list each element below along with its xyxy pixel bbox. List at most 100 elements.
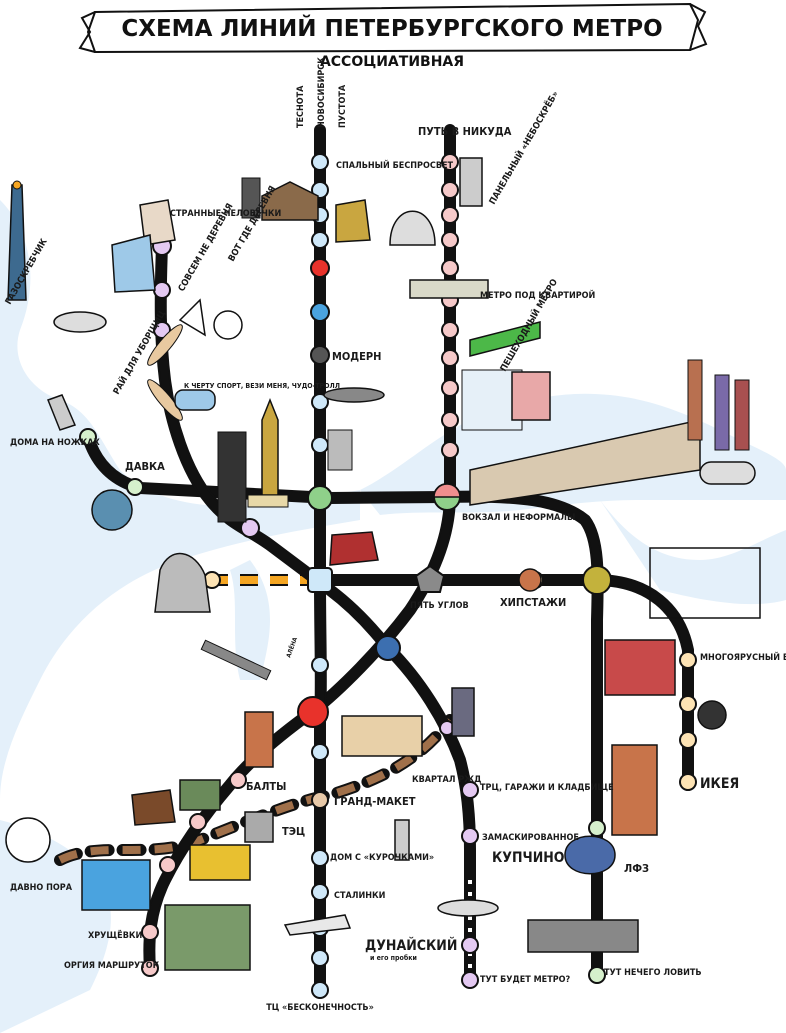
label-stalinki: СТАЛИНКИ <box>334 891 386 901</box>
blue-gate-icon <box>81 859 151 911</box>
station-red-5 <box>441 259 459 277</box>
station-blue-13 <box>311 849 329 867</box>
label-grand-maket: ГРАНД-МАКЕТ <box>334 795 416 808</box>
monument-icon <box>154 552 211 613</box>
label-tut-budet-metro: ТУТ БУДЕТ МЕТРО? <box>480 975 571 985</box>
label-davka: ДАВКА <box>125 460 165 473</box>
label-tec: ТЭЦ <box>282 825 305 838</box>
label-panelny: ПАНЕЛЬНЫЙ «НЕБОСКРЁБ» <box>486 89 561 207</box>
station-red-12 <box>229 771 247 789</box>
column-statue-icon <box>394 819 410 861</box>
gramophone-icon <box>335 199 371 243</box>
label-modern: МОДЕРН <box>332 350 381 363</box>
station-red-16 <box>141 959 159 977</box>
hub-green-orange <box>582 565 612 595</box>
station-purple-3 <box>153 321 171 339</box>
moscow-skyline-icon <box>687 359 750 451</box>
label-balty: БАЛТЫ <box>246 780 286 793</box>
observation-deck-icon <box>437 899 499 917</box>
station-red-11 <box>441 441 459 459</box>
title-banner: СХЕМА ЛИНИЙ ПЕТЕРБУРГСКОГО МЕТРО АССОЦИА… <box>78 2 708 70</box>
cemetery-icon <box>527 919 639 953</box>
map-title: СХЕМА ЛИНИЙ ПЕТЕРБУРГСКОГО МЕТРО <box>121 14 662 42</box>
arena-icon <box>174 389 216 411</box>
stadium-left-icon <box>53 311 107 333</box>
hockey-player-icon <box>697 700 727 730</box>
crowd-icon <box>91 489 133 531</box>
station-red-7 <box>441 321 459 339</box>
ufo-icon <box>323 387 385 403</box>
multilevel-trains-icon <box>604 639 676 696</box>
crane-icon <box>200 639 272 681</box>
station-red-2 <box>441 181 459 199</box>
building-over-metro-icon <box>409 279 489 299</box>
hub-red-orange <box>414 564 446 593</box>
label-hruschevki: ХРУЩЁВКИ <box>88 930 142 941</box>
bulldozer-icon <box>189 844 251 881</box>
label-vokzal-neformaly: ВОКЗАЛ И НЕФОРМАЛЫ <box>462 513 575 523</box>
station-orange-5 <box>679 731 697 749</box>
label-trc-garazhi: ТРЦ, ГАРАЖИ И КЛАДБИЩЕ <box>480 783 614 793</box>
label-dunaysky: ДУНАЙСКИЙ <box>365 937 457 954</box>
station-blue-5 <box>310 258 330 278</box>
station-red-3 <box>441 206 459 224</box>
cap-icon <box>329 531 379 566</box>
label-hipstazhi: ХИПСТАЖИ <box>500 596 566 609</box>
label-trc-beskonechnost: ТЦ «БЕСКОНЕЧНОСТЬ» <box>266 1003 374 1013</box>
label-kupchino: КУПЧИНО <box>492 850 565 866</box>
label-dunaysky-sub: и его пробки <box>370 954 417 962</box>
station-purple-8 <box>461 971 479 989</box>
hub-blue-green <box>307 485 333 511</box>
label-lfz: ЛФЗ <box>624 862 649 875</box>
station-red-4 <box>441 231 459 249</box>
station-blue-16 <box>311 949 329 967</box>
illustrations <box>5 157 761 971</box>
station-blue-14 <box>311 883 329 901</box>
station-purple-6 <box>461 827 479 845</box>
teapot-icon <box>564 835 616 875</box>
gazprom-tower-icon <box>7 180 27 301</box>
station-red-13 <box>189 813 207 831</box>
station-blue-8 <box>311 393 329 411</box>
station-green-2 <box>126 478 144 496</box>
station-blue-6 <box>310 302 330 322</box>
label-ikeya: ИКЕЯ <box>700 776 739 792</box>
label-dom-s-kurochkami: ДОМ С «КУРОЧКАМИ» <box>330 853 434 863</box>
station-orange-4 <box>679 695 697 713</box>
map-subtitle: АССОЦИАТИВНАЯ <box>320 54 464 70</box>
line-brown-dashed-fill <box>58 717 454 864</box>
label-zamaskirovannoe: ЗАМАСКИРОВАННОЕ <box>482 833 579 843</box>
station-blue-4 <box>311 231 329 249</box>
towers-icon <box>241 177 261 219</box>
station-green-1 <box>79 428 97 446</box>
station-orange-6 <box>679 773 697 791</box>
station-red-8 <box>441 349 459 367</box>
station-blue-10 <box>311 656 329 674</box>
label-tut-nechego-lovit: ТУТ НЕЧЕГО ЛОВИТЬ <box>604 968 702 978</box>
khrushchevki-icon <box>164 904 251 971</box>
station-orange-3 <box>679 651 697 669</box>
label-pyat-uglov: ПЯТЬ УГЛОВ <box>410 601 469 611</box>
station-red-9 <box>441 379 459 397</box>
line-top-label-2: НОВОСИБИРСК <box>317 57 327 128</box>
race-track-icon <box>699 461 756 485</box>
sculpture-icon <box>139 199 176 246</box>
gates-icon <box>179 779 221 811</box>
horse-rider-icon <box>131 789 176 826</box>
panel-tower-icon <box>459 157 483 207</box>
station-green-5 <box>588 966 606 984</box>
hub-red-blue <box>297 696 329 728</box>
label-metro-pod-kvartiroy: МЕТРО ПОД КВАРТИРОЙ <box>480 289 596 301</box>
station-green-3 <box>588 819 606 837</box>
station-blue-7 <box>310 345 330 365</box>
station-blue-12 <box>311 791 329 809</box>
label-alien-sign: АЛЁНА <box>285 636 299 659</box>
label-orgiya-marshrutok: ОРГИЯ МАРШРУТОК <box>64 961 160 971</box>
station-purple-5 <box>461 781 479 799</box>
line-top-label-3: ПУСТОТА <box>338 84 348 128</box>
label-k-chertu-sport: К ЧЕРТУ СПОРТ, ВЕЗИ МЕНЯ, ЧУДО-ТРОЛЛ <box>184 382 340 390</box>
hub-red-purple <box>375 635 401 661</box>
station-red-10 <box>441 411 459 429</box>
pedestrian-bridge-icon <box>469 321 541 357</box>
